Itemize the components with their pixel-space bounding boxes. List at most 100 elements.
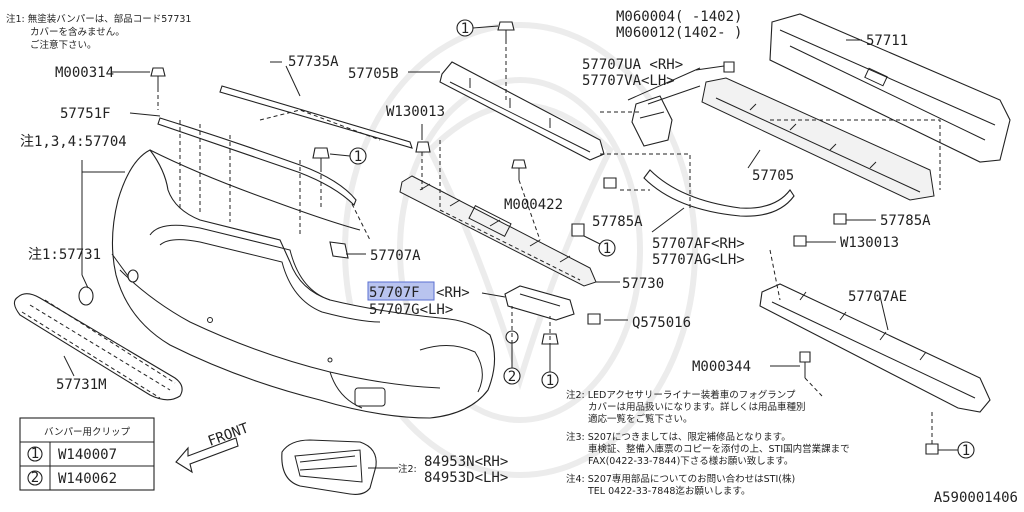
grille-57731M xyxy=(13,293,183,401)
callout-1-clip: 1 xyxy=(583,235,616,257)
part-labels: 57735A 57705B M000314 57751F 注1,3,4:5770… xyxy=(20,9,931,486)
clip-table: バンパー用クリップ 1 W140007 2 W140062 xyxy=(19,417,155,491)
clip-center-1 xyxy=(312,147,330,168)
label-57705B: 57705B xyxy=(348,66,399,82)
label-M060004: M060004( -1402) xyxy=(616,9,742,25)
callout-1-center-label: 1 xyxy=(354,149,362,165)
label-57707AG: 57707AG<LH> xyxy=(652,252,745,268)
bolt-q575016 xyxy=(587,313,601,325)
clip-table-title: バンパー用クリップ xyxy=(44,427,130,438)
callout-1-lower: 1 xyxy=(541,354,559,389)
beam-57711 xyxy=(769,13,1011,163)
fog-cover-57731 xyxy=(78,269,139,306)
note-4: 注4: S207専用部品についてのお問い合わせはSTI(株) TEL 0422-… xyxy=(566,473,795,497)
label-57735A: 57735A xyxy=(288,54,339,70)
note-2-line-1: 注2: LEDアクセサリーライナー装着車のフォグランプ xyxy=(566,389,796,401)
label-57707F-highlight xyxy=(367,281,435,301)
diagram-id: A590001406 xyxy=(934,490,1018,506)
label-M000422: M000422 xyxy=(504,197,563,213)
label-57707F-group: 57707F <RH> 57707G<LH> xyxy=(367,281,470,318)
clip-table-code: W140062 xyxy=(58,471,117,487)
callout-1-top-label: 1 xyxy=(461,21,469,37)
label-57707F: 57707F xyxy=(369,285,420,301)
bolt-57785A-a xyxy=(603,177,617,189)
label-57785A-b: 57785A xyxy=(880,213,931,229)
label-57707G: 57707G<LH> xyxy=(369,302,453,318)
callout-1-lower-label: 1 xyxy=(546,373,554,389)
strip-57751F xyxy=(157,117,357,206)
leader-lines xyxy=(63,39,941,469)
bracket-57707F xyxy=(504,285,575,321)
label-84953D: 84953D<LH> xyxy=(424,470,508,486)
front-arrow-icon xyxy=(175,437,239,474)
absorber-57730 xyxy=(399,175,597,287)
label-M000344: M000344 xyxy=(692,359,751,375)
strip-57735A xyxy=(219,85,413,149)
note-3-line-1: 注3: S207につきましては、限定補修品となります。 xyxy=(566,431,791,443)
note-4-line-1: 注4: S207専用部品についてのお問い合わせはSTI(株) xyxy=(566,473,795,485)
label-57731: 注1:57731 xyxy=(28,247,101,263)
clip-w130013-a xyxy=(415,141,431,153)
bolt-m000344 xyxy=(799,351,811,378)
bolt-m000422 xyxy=(511,159,527,180)
fasteners xyxy=(150,21,939,455)
note-2-line-2: カバーは用品扱いになります。詳しくは用品車種別 xyxy=(588,401,806,413)
callout-1-clip-label: 1 xyxy=(603,241,611,257)
stay-57707AF xyxy=(643,169,795,217)
bolt-57785A-b xyxy=(833,213,847,225)
label-57731M: 57731M xyxy=(56,377,107,393)
label-W130013-a: W130013 xyxy=(386,104,445,120)
clip-57730-1 xyxy=(571,223,585,237)
bolt-m060004 xyxy=(723,61,735,73)
label-57711: 57711 xyxy=(866,33,908,49)
fog-trim-84953 xyxy=(281,439,377,495)
label-57785A-a: 57785A xyxy=(592,214,643,230)
note-1: 注1: 無塗装バンパーは、部品コード57731 カバーを含みません。 ご注意下さ… xyxy=(6,13,191,51)
clip-under-1 xyxy=(925,443,939,455)
bracket-57707UA xyxy=(631,95,673,147)
note-3-line-2: 車検証、整備入庫票のコピーを添付の上、STI国内営業課まで xyxy=(588,443,850,455)
front-direction-indicator: FRONT xyxy=(175,420,252,474)
label-57730: 57730 xyxy=(622,276,664,292)
clip-w130013-b xyxy=(793,235,807,247)
note-2-line-3: 適応一覧をご覧下さい。 xyxy=(588,413,693,425)
bolt-m000314 xyxy=(150,67,166,88)
note-3-line-3: FAX(0422-33-7844)下さる様お願い致します。 xyxy=(588,455,793,467)
callout-1-under: 1 xyxy=(938,441,975,459)
clip-table-key: 2 xyxy=(31,470,39,486)
absorber-57705 xyxy=(701,77,935,201)
label-W130013-b: W130013 xyxy=(840,235,899,251)
note-1-line-1: 注1: 無塗装バンパーは、部品コード57731 xyxy=(6,13,191,25)
label-57707VA: 57707VA<LH> xyxy=(582,73,675,89)
callout-1-top: 1 xyxy=(456,19,499,37)
label-M000314: M000314 xyxy=(55,65,114,81)
clip-table-row: 2 W140062 xyxy=(27,470,117,487)
note-1-line-2: カバーを含みません。 xyxy=(30,26,125,38)
callout-1-center: 1 xyxy=(329,147,367,165)
label-84953N: 84953N<RH> xyxy=(424,454,508,470)
bumper-cover xyxy=(111,149,496,419)
label-57707F-rh: <RH> xyxy=(436,285,470,301)
label-57707AF: 57707AF<RH> xyxy=(652,236,745,252)
note-4-line-2: TEL 0422-33-7848迄お願いします。 xyxy=(587,485,750,497)
label-57751F: 57751F xyxy=(60,106,111,122)
callouts: 1 1 1 2 1 1 xyxy=(329,19,975,459)
callout-1-under-label: 1 xyxy=(962,443,970,459)
label-57707UA: 57707UA <RH> xyxy=(582,57,683,73)
label-57705: 57705 xyxy=(752,168,794,184)
note-3: 注3: S207につきましては、限定補修品となります。 車検証、整備入庫票のコピ… xyxy=(566,431,850,467)
note-1-line-3: ご注意下さい。 xyxy=(30,39,97,51)
label-84953-note: 注2: xyxy=(398,463,417,475)
label-57707A: 57707A xyxy=(370,248,421,264)
callout-2-lower-label: 2 xyxy=(508,369,516,385)
clip-table-row: 1 W140007 xyxy=(27,446,117,463)
clip-table-key: 1 xyxy=(31,446,39,462)
label-57707AE: 57707AE xyxy=(848,289,907,305)
note-2: 注2: LEDアクセサリーライナー装着車のフォグランプ カバーは用品扱いになりま… xyxy=(566,389,806,425)
label-M060012: M060012(1402- ) xyxy=(616,25,742,41)
clip-upper-1 xyxy=(497,21,515,40)
bracket-57705B xyxy=(439,61,605,161)
callout-2-lower: 2 xyxy=(503,343,521,385)
label-Q575016: Q575016 xyxy=(632,315,691,331)
